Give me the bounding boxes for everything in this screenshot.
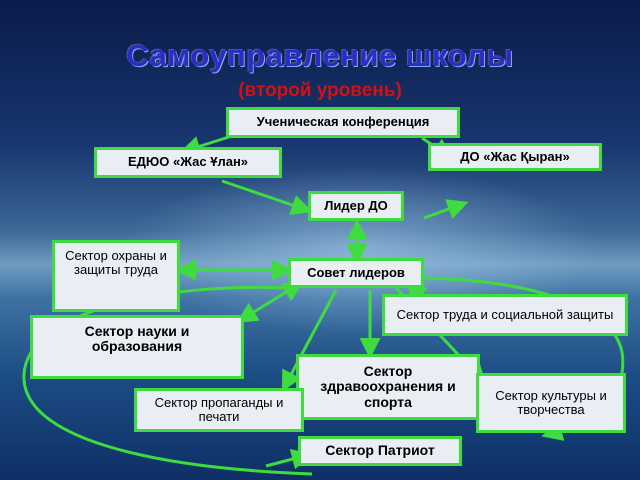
arrow-loop-to-patriot xyxy=(265,448,313,470)
node-sector-propaganda: Сектор пропаганды и печати xyxy=(134,388,304,432)
node-sector-culture: Сектор культуры и творчества xyxy=(476,373,626,433)
node-sector-labor-protection: Сектор охраны и защиты труда xyxy=(52,240,180,312)
node-sector-labor-social: Сектор труда и социальной защиты xyxy=(382,294,628,336)
node-eduyo-jas-ulan: ЕДЮО «Жас Ұлан» xyxy=(94,147,282,178)
node-council-leaders: Совет лидеров xyxy=(288,258,424,288)
page-title: Самоуправление школы xyxy=(126,38,514,73)
page-subtitle: (второй уровень) xyxy=(238,80,402,101)
node-sector-patriot: Сектор Патриот xyxy=(298,436,462,466)
node-leader-do: Лидер ДО xyxy=(308,191,404,221)
node-conference: Ученическая конференция xyxy=(226,107,460,138)
node-sector-health: Сектор здравоохранения и спорта xyxy=(296,354,480,420)
arrow-leader-to-do xyxy=(423,199,469,220)
node-do-jas-kyran: ДО «Жас Қыран» xyxy=(428,143,602,171)
arrow-council-science xyxy=(236,281,304,323)
arrow-council-propaganda xyxy=(281,289,338,392)
arrow-eduyo-to-leader xyxy=(221,179,313,216)
node-sector-science: Сектор науки и образования xyxy=(30,315,244,379)
